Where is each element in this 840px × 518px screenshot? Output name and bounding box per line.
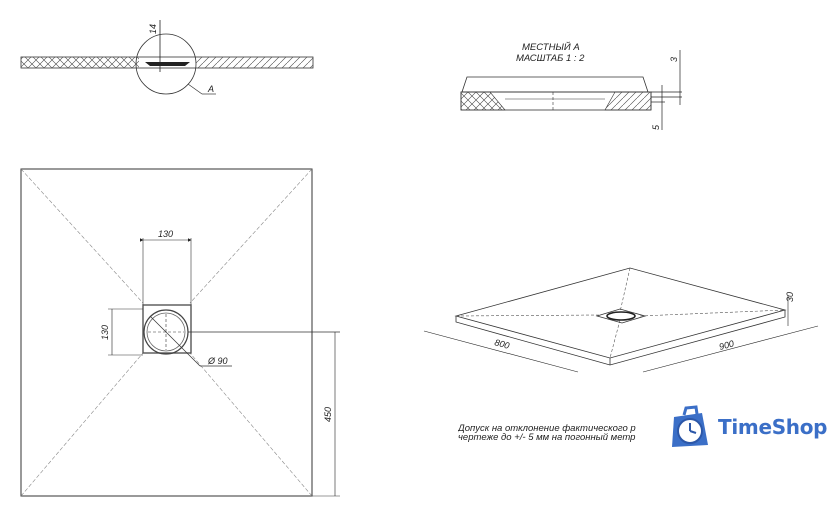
isometric-view: 800 900 30	[423, 267, 819, 373]
drain-offset-dimension: 450	[323, 407, 333, 422]
detail-view: МЕСТНЫЙ А МАСШТАБ 1 : 2 3 5	[460, 41, 682, 130]
timeshop-logo: TimeShop	[664, 405, 828, 449]
drain-width-dimension: 130	[158, 229, 173, 239]
tolerance-note: Допуск на отклонение фактического р черт…	[458, 424, 648, 442]
detail-title: МЕСТНЫЙ А	[522, 41, 580, 53]
iso-thickness-dimension: 30	[785, 292, 795, 302]
drain-square	[142, 304, 192, 354]
detail-dim-5: 5	[651, 124, 661, 130]
logo-text: TimeShop	[718, 415, 828, 439]
note-line-2: чертеже до +/- 5 мм на погонный метр	[458, 432, 636, 442]
note-line-1: Допуск на отклонение фактического р	[458, 424, 636, 434]
iso-width-dimension: 900	[718, 338, 735, 352]
section-height-dimension: 14	[148, 24, 158, 34]
drain-height-dimension: 130	[100, 325, 110, 340]
section-view: 14 A	[20, 20, 314, 95]
iso-length-dimension: 800	[493, 337, 510, 351]
callout-label: A	[207, 84, 214, 94]
plan-view: 130 130 Ø 90 450	[20, 168, 340, 497]
drain-diameter-dimension: Ø 90	[207, 356, 228, 366]
detail-scale: МАСШТАБ 1 : 2	[516, 53, 585, 64]
clock-bag-icon	[672, 405, 708, 447]
detail-dim-3: 3	[669, 57, 679, 62]
